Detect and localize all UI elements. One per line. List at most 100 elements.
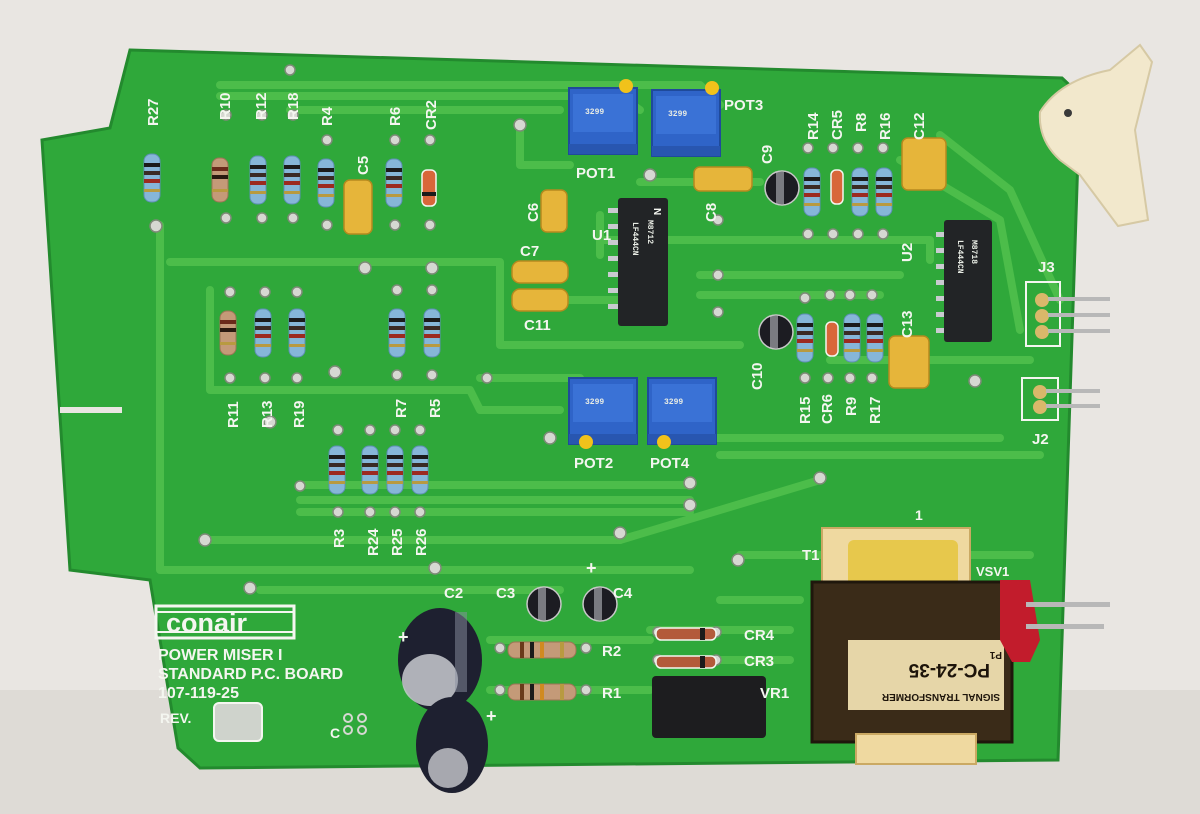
label-c6: C6 <box>525 203 542 222</box>
test-pad <box>343 725 353 735</box>
c2-polarity-mark: + <box>398 627 409 647</box>
ceramic-capacitors <box>343 137 947 389</box>
label-r27: R27 <box>145 98 162 126</box>
regulator-vr1 <box>652 676 766 738</box>
resistor-r1 <box>507 683 577 701</box>
rev-label: REV. <box>160 710 191 726</box>
label-cr4: CR4 <box>744 627 775 644</box>
resistor-r24 <box>361 445 379 495</box>
label-r14: R14 <box>805 112 822 140</box>
label-t1-pin: 1 <box>915 507 923 523</box>
label-pot2: POT2 <box>574 455 613 472</box>
capacitor-c3 <box>526 586 562 622</box>
pot1-marking: 3299 <box>585 108 604 117</box>
label-pot4: POT4 <box>650 455 690 472</box>
label-c13: C13 <box>899 310 916 338</box>
c4-polarity-mark: + <box>586 558 597 578</box>
diode-cr6 <box>825 321 839 357</box>
resistor-r13 <box>254 308 272 358</box>
u1-marking-2: LF444CN <box>630 222 639 256</box>
test-pad <box>357 725 367 735</box>
label-c5: C5 <box>355 156 372 175</box>
label-r1: R1 <box>602 685 621 702</box>
capacitor-c12 <box>901 137 947 191</box>
label-r17: R17 <box>867 396 884 424</box>
transformer-maker: SIGNAL TRANSFORMER <box>881 691 1000 702</box>
resistor-r11 <box>219 310 237 356</box>
u2-marking-2: LF444CN <box>955 240 964 274</box>
capacitor-c13 <box>888 335 930 389</box>
capacitor-c7 <box>511 260 569 284</box>
capacitor-c9 <box>764 170 800 206</box>
label-r26: R26 <box>413 528 430 556</box>
capacitor-c5 <box>343 179 373 235</box>
transformer-tag: P1 <box>989 649 1002 660</box>
c-label: C <box>330 725 340 741</box>
diode-cr4 <box>655 627 717 641</box>
trimmer-pot2 <box>568 377 638 445</box>
pot2-marking: 3299 <box>585 398 604 407</box>
label-c4: C4 <box>613 585 633 602</box>
label-r24: R24 <box>365 528 382 556</box>
ic-u1: M8712 LF444CN N <box>618 198 668 326</box>
label-r9: R9 <box>843 397 860 416</box>
diode-cr5 <box>830 169 844 205</box>
label-r12: R12 <box>253 92 270 120</box>
rev-box <box>213 702 263 742</box>
label-r6: R6 <box>387 107 404 126</box>
label-u2: U2 <box>899 243 916 262</box>
adjust-screw-icon <box>705 81 719 95</box>
label-pot3: POT3 <box>724 97 763 114</box>
resistor-r19 <box>288 308 306 358</box>
resistor-r17 <box>866 313 884 363</box>
label-vr1: VR1 <box>760 685 789 702</box>
trimmer-pot4 <box>647 377 717 445</box>
signal-diodes <box>421 169 844 669</box>
u1-marking-1: M8712 <box>645 220 654 244</box>
label-r18: R18 <box>285 92 302 120</box>
resistor-r8 <box>851 167 869 217</box>
test-pad <box>343 713 353 723</box>
resistor-r2 <box>507 641 577 659</box>
horizontal-labels: U1 U2 C7 C11 POT1 POT3 POT2 POT4 J3 J2 T… <box>444 97 1055 702</box>
ic-u2: M8718 LF444CN <box>944 220 992 342</box>
label-r25: R25 <box>389 528 406 556</box>
adjust-screw-icon <box>657 435 671 449</box>
resistor-r10 <box>211 157 229 203</box>
trimmer-pot3 <box>651 89 721 157</box>
resistor-r26 <box>411 445 429 495</box>
pot3-marking: 3299 <box>668 110 687 119</box>
label-r3: R3 <box>331 529 348 548</box>
resistor-r16 <box>875 167 893 217</box>
label-r8: R8 <box>853 113 870 132</box>
transformer-t1: PC-24-35 SIGNAL TRANSFORMER P1 <box>810 527 1014 765</box>
label-pot1: POT1 <box>576 165 615 182</box>
label-c10: C10 <box>749 362 766 390</box>
trimmer-pot1 <box>568 87 638 155</box>
label-u1: U1 <box>592 227 611 244</box>
resistor-r7 <box>388 308 406 358</box>
label-r16: R16 <box>877 112 894 140</box>
ic-logo-icon: N <box>651 208 662 215</box>
connector-j3 <box>1025 281 1110 347</box>
label-cr2: CR2 <box>423 100 440 130</box>
label-c9: C9 <box>759 145 776 164</box>
mounting-clip <box>1038 43 1154 228</box>
label-cr6: CR6 <box>819 394 836 424</box>
capacitor-c8 <box>693 166 753 192</box>
label-c3: C3 <box>496 585 515 602</box>
diode-cr3 <box>655 655 717 669</box>
label-r4: R4 <box>319 106 336 126</box>
trimmer-pots: 3299 3299 3299 3299 <box>568 79 721 449</box>
u2-marking-1: M8718 <box>969 240 978 264</box>
capacitor-c2 <box>398 608 488 793</box>
label-cr5: CR5 <box>829 110 846 140</box>
label-vsv1: VSV1 <box>976 564 1009 579</box>
label-r15: R15 <box>797 396 814 424</box>
c2b-polarity-mark: + <box>486 706 497 726</box>
resistor-r6 <box>385 158 403 208</box>
capacitor-c11 <box>511 288 569 312</box>
resistor-r18 <box>283 155 301 205</box>
brand-logo-text: conair <box>166 608 248 638</box>
